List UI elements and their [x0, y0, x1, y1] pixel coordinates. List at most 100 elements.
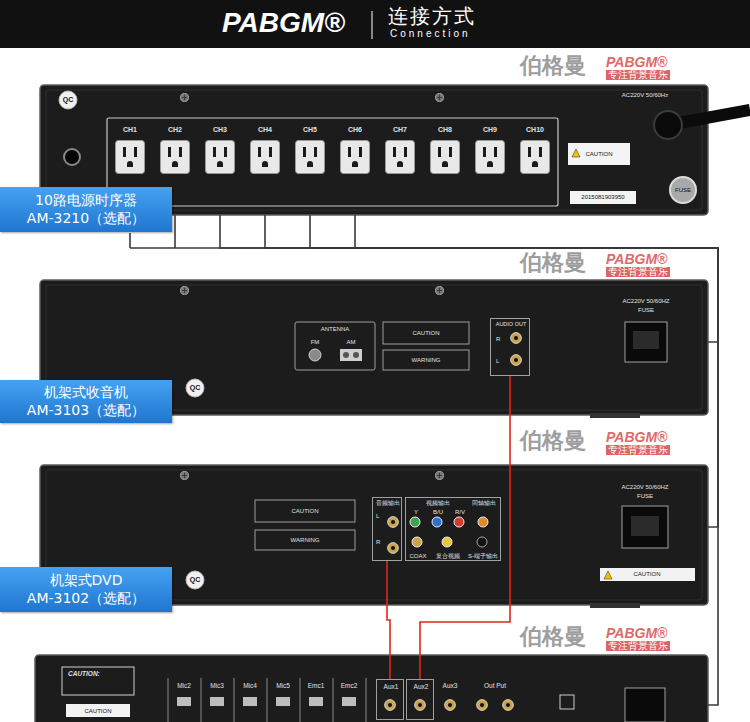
caution-label: CAUTION — [85, 708, 112, 714]
caution-label: CAUTION — [634, 571, 661, 577]
device-label-text: AM-3210（选配） — [27, 210, 145, 228]
channel-label: CH7 — [393, 126, 407, 133]
watermark: 专注背景音乐 — [606, 267, 670, 277]
warning-sticker — [600, 568, 695, 581]
power-outlet — [161, 141, 190, 174]
device-label: 机架式DVDAM-3102（选配） — [0, 567, 172, 612]
channel-label: CH5 — [303, 126, 317, 133]
serial-sticker — [570, 191, 636, 204]
port-label: AUDIO OUT — [496, 322, 527, 328]
screw — [180, 286, 188, 294]
power-outlet — [386, 141, 415, 174]
watermark: PABGM® — [606, 55, 667, 69]
power-inlet — [625, 322, 667, 362]
port-label: B/U — [433, 509, 443, 515]
device-label: 10路电源时序器AM-3210（选配） — [0, 187, 172, 232]
power-outlet — [116, 141, 145, 174]
warning-frame — [255, 530, 355, 550]
port-label: COAX — [409, 553, 426, 559]
output-label: Out Put — [484, 683, 506, 690]
screw — [435, 286, 443, 294]
watermark: 专注背景音乐 — [606, 445, 670, 455]
outlet-frame — [107, 118, 558, 206]
channel-label: CH8 — [438, 126, 452, 133]
input-terminal — [276, 697, 290, 706]
power-rating: AC220V 50/60HZ — [622, 298, 669, 304]
rca-jack — [445, 700, 456, 711]
fuse-holder — [670, 177, 696, 203]
watermark: PABGM® — [606, 252, 667, 266]
fuse-label: FUSE — [675, 187, 691, 193]
rca-jack — [503, 700, 514, 711]
screw — [435, 471, 443, 479]
power-cable — [310, 215, 718, 705]
headphone-jack — [64, 149, 80, 165]
channel-label: R — [376, 539, 380, 545]
rca-jack — [388, 517, 399, 528]
rack-foot — [590, 603, 640, 608]
input-label: Aux1 — [384, 684, 399, 691]
port-label: 视频输出 — [426, 500, 450, 506]
warning-triangle — [604, 571, 612, 579]
serial-number: 2015081903950 — [581, 194, 624, 200]
input-terminal — [177, 697, 191, 706]
watermark: PABGM® — [606, 430, 667, 444]
power-cable — [130, 215, 718, 248]
warning-sticker — [568, 143, 630, 165]
brand-logo: PABGM® — [222, 9, 345, 37]
component-jack — [454, 517, 464, 527]
video-jack — [442, 537, 452, 547]
inlet-socket — [631, 516, 659, 536]
rca-jack — [511, 355, 522, 366]
watermark: 伯格曼 — [520, 55, 586, 77]
header-divider — [372, 11, 373, 39]
fuse-label: FUSE — [637, 493, 653, 499]
qc-label: QC — [190, 384, 201, 391]
port-label: 复合视频 — [436, 553, 460, 559]
header-bar — [0, 0, 750, 48]
s-video-jack — [477, 537, 487, 547]
channel-label: CH3 — [213, 126, 227, 133]
page-title: 连接方式 — [388, 6, 476, 26]
caution-label: CAUTION — [292, 508, 319, 514]
port-label: AM — [347, 339, 356, 345]
am-screw — [353, 352, 359, 358]
power-outlet — [521, 141, 550, 174]
antenna-frame — [295, 322, 375, 370]
port-label: R/V — [455, 509, 465, 515]
warning-frame — [383, 350, 469, 370]
rca-jack — [511, 333, 522, 344]
channel-label: L — [376, 513, 379, 519]
device-label-text: 机架式收音机 — [44, 384, 128, 402]
channel-label: CH9 — [483, 126, 497, 133]
caution-frame — [383, 322, 469, 344]
power-outlet — [476, 141, 505, 174]
power-outlet — [206, 141, 235, 174]
fm-jack — [309, 349, 321, 361]
screw — [180, 93, 188, 101]
port-label: ANTENNA — [321, 326, 350, 332]
screw — [435, 93, 443, 101]
rack-foot — [590, 413, 640, 418]
watermark: 专注背景音乐 — [606, 70, 670, 80]
watermark: PABGM® — [606, 626, 667, 640]
input-divider — [168, 678, 366, 722]
watermark: 伯格曼 — [520, 430, 586, 452]
device-label-text: 机架式DVD — [50, 572, 123, 590]
ground-terminal — [560, 695, 574, 709]
header-subtitle: Connection — [390, 29, 471, 39]
qc-sticker — [186, 571, 204, 589]
input-label: Mic5 — [276, 683, 290, 690]
caution-label: CAUTION — [413, 330, 440, 336]
input-terminal — [342, 697, 356, 706]
input-terminal — [243, 697, 257, 706]
channel-label: CH6 — [348, 126, 362, 133]
warning-sticker — [66, 704, 130, 717]
aux-input: Aux2 — [406, 679, 434, 720]
power-rating: AC220V 50/60Hz — [622, 92, 668, 98]
device-label: 机架式收音机AM-3103（选配） — [0, 380, 172, 423]
fuse-label: FUSE — [638, 307, 654, 313]
